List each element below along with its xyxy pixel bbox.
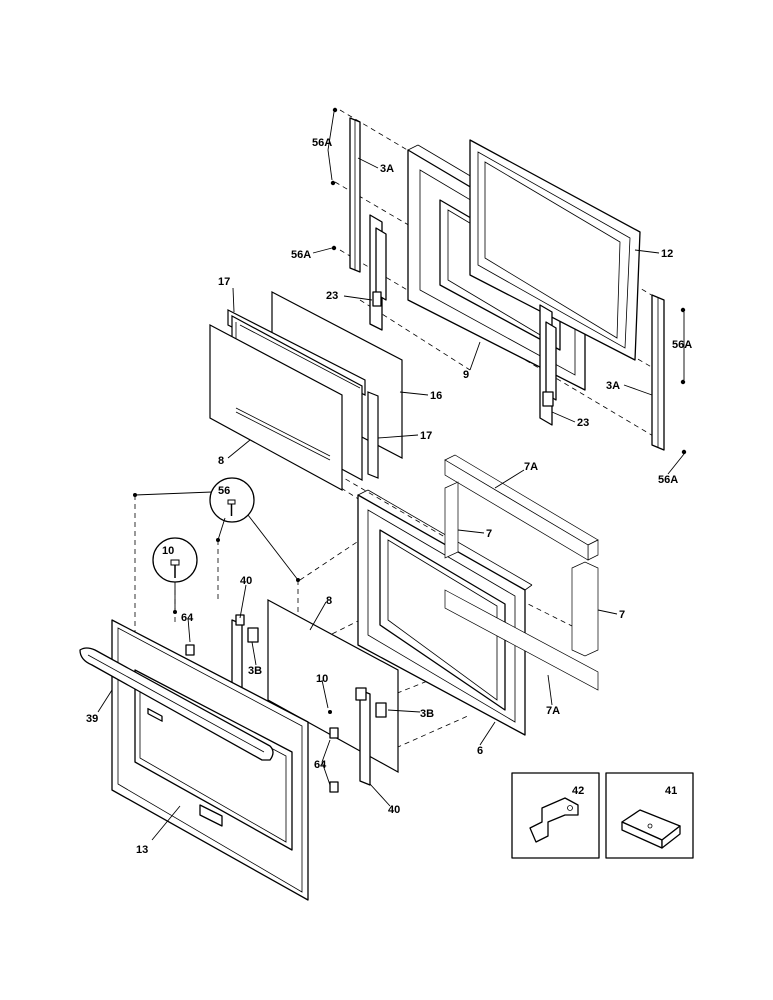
outer-glass-8-upper	[209, 324, 343, 492]
hinge-left-23	[369, 214, 387, 331]
hinge-right-23	[539, 304, 557, 426]
callout-56: 56	[218, 485, 230, 497]
insulation-7-right	[571, 561, 599, 657]
clip-64-icon	[185, 644, 339, 793]
callout-leader-lines	[97, 111, 685, 841]
bracket-40-lower	[355, 687, 371, 786]
callout-64-lower: 64	[314, 759, 327, 771]
insulation-7a-bottom	[444, 589, 599, 691]
inset-box-41	[605, 772, 694, 859]
callout-56a-right: 56A	[672, 339, 692, 351]
door-trim-left-3a	[349, 117, 361, 273]
screw-10-balloon	[152, 537, 198, 583]
callout-3b-right: 3B	[420, 708, 434, 720]
callout-40-upper: 40	[240, 575, 252, 587]
screw-10-leader-line	[173, 582, 177, 614]
callout-8-lower: 8	[326, 595, 332, 607]
callout-7a-bottom: 7A	[546, 705, 560, 717]
callout-8-upper: 8	[218, 455, 224, 467]
callout-40-lower: 40	[388, 804, 400, 816]
screw-10-icon	[170, 559, 180, 578]
callout-56a-mid: 56A	[291, 249, 311, 261]
door-inner-panel-6	[357, 489, 533, 736]
callout-10-balloon: 10	[162, 545, 174, 557]
callout-3a-top: 3A	[380, 163, 394, 175]
callout-3a-right: 3A	[606, 380, 620, 392]
callout-17-mid: 17	[420, 430, 432, 442]
callout-23-right: 23	[577, 417, 589, 429]
screw-56-icon	[227, 499, 236, 516]
callout-6: 6	[477, 745, 483, 757]
clip-3b-icon	[247, 627, 387, 718]
door-vent-slots	[147, 707, 163, 722]
screw-56-balloon	[209, 477, 255, 523]
callout-7-left: 7	[486, 528, 492, 540]
glass-spacer-17-lower	[367, 391, 379, 479]
screw-10-dot-icon	[328, 710, 332, 714]
callout-3b-left: 3B	[248, 665, 262, 677]
insulation-7-left	[444, 481, 459, 559]
callout-10-lower: 10	[316, 673, 328, 685]
screw-56-leader-lines	[133, 491, 300, 582]
callout-41: 41	[665, 785, 677, 797]
callout-17-top: 17	[218, 276, 230, 288]
callout-23-left: 23	[326, 290, 338, 302]
callout-7a-top: 7A	[524, 461, 538, 473]
callout-labels: 56A 3A 56A 12 17 23 9 16 17 8 56A 3A 23 …	[86, 137, 692, 856]
callout-13: 13	[136, 844, 148, 856]
callout-56a-bottom: 56A	[658, 474, 678, 486]
door-handle-39	[79, 647, 274, 761]
callout-56a-top: 56A	[312, 137, 332, 149]
bracket-41-icon	[621, 809, 681, 849]
callout-7-right: 7	[619, 609, 625, 621]
bracket-42-icon	[529, 797, 579, 843]
callout-42: 42	[572, 785, 584, 797]
door-trim-right-3a	[651, 294, 665, 451]
inset-box-42	[511, 772, 600, 859]
callout-12: 12	[661, 248, 673, 260]
callout-64-upper: 64	[181, 612, 194, 624]
door-gasket-frame-12	[469, 139, 641, 361]
callout-9: 9	[463, 369, 469, 381]
callout-39: 39	[86, 713, 98, 725]
callout-16: 16	[430, 390, 442, 402]
screw-56a-right-icon	[680, 307, 687, 455]
screw-56a-icon	[330, 107, 338, 251]
insulation-7a-top	[444, 454, 599, 561]
